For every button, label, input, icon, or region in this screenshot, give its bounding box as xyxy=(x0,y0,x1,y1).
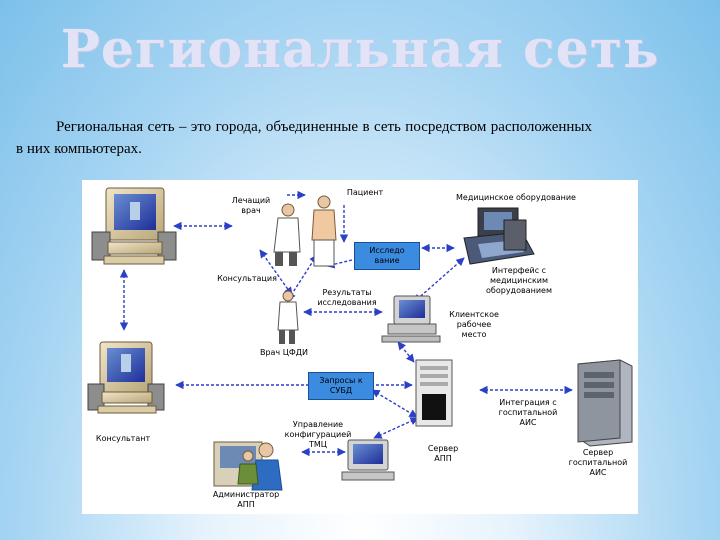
research-box: Исследо вание xyxy=(354,242,420,270)
medical-equipment-label: Медицинское оборудование xyxy=(456,193,576,202)
treating-doctor-label: Лечащий врач xyxy=(231,196,271,215)
integration-label: Интеграция с госпитальной АИС xyxy=(498,398,558,427)
equipment-interface-label: Интерфейс с медицинским оборудованием xyxy=(486,266,552,295)
network-diagram: Исследо вание Запросы к СУБД Лечащий вра… xyxy=(82,180,638,514)
consultant-workstation-icon xyxy=(87,341,165,414)
cfdi-doctor-icon xyxy=(277,290,299,344)
doctor-cfdi-label: Врач ЦФДИ xyxy=(259,348,309,357)
patient-label: Пациент xyxy=(346,188,384,197)
config-management-label: Управление конфигурацией ТМЦ xyxy=(284,420,352,449)
client-workstation-label: Клиентское рабочее место xyxy=(449,310,499,339)
app-server-icon xyxy=(415,359,453,427)
diagram-canvas xyxy=(87,187,633,491)
research-results-label: Результаты исследования xyxy=(317,288,377,307)
dbms-queries-box: Запросы к СУБД xyxy=(308,372,374,400)
medical-equipment-icon xyxy=(463,207,535,265)
administrator-icon xyxy=(213,441,283,491)
doctor-patient-icon xyxy=(273,195,337,267)
client-workstation-icon xyxy=(381,295,441,343)
workstation-top-icon xyxy=(91,187,177,265)
hospital-server-icon xyxy=(577,359,633,447)
admin-app-label: Администратор АПП xyxy=(212,490,280,509)
config-workstation-icon xyxy=(341,439,395,481)
slide-title: Региональная сеть xyxy=(60,19,660,80)
consultant-label: Консультант xyxy=(95,434,151,443)
intro-paragraph: Региональная сеть – это города, объедине… xyxy=(16,119,592,157)
hospital-server-label: Сервер госпитальной АИС xyxy=(568,448,628,477)
server-app-label: Сервер АПП xyxy=(427,444,459,463)
consultation-label: Консультация xyxy=(217,274,277,283)
